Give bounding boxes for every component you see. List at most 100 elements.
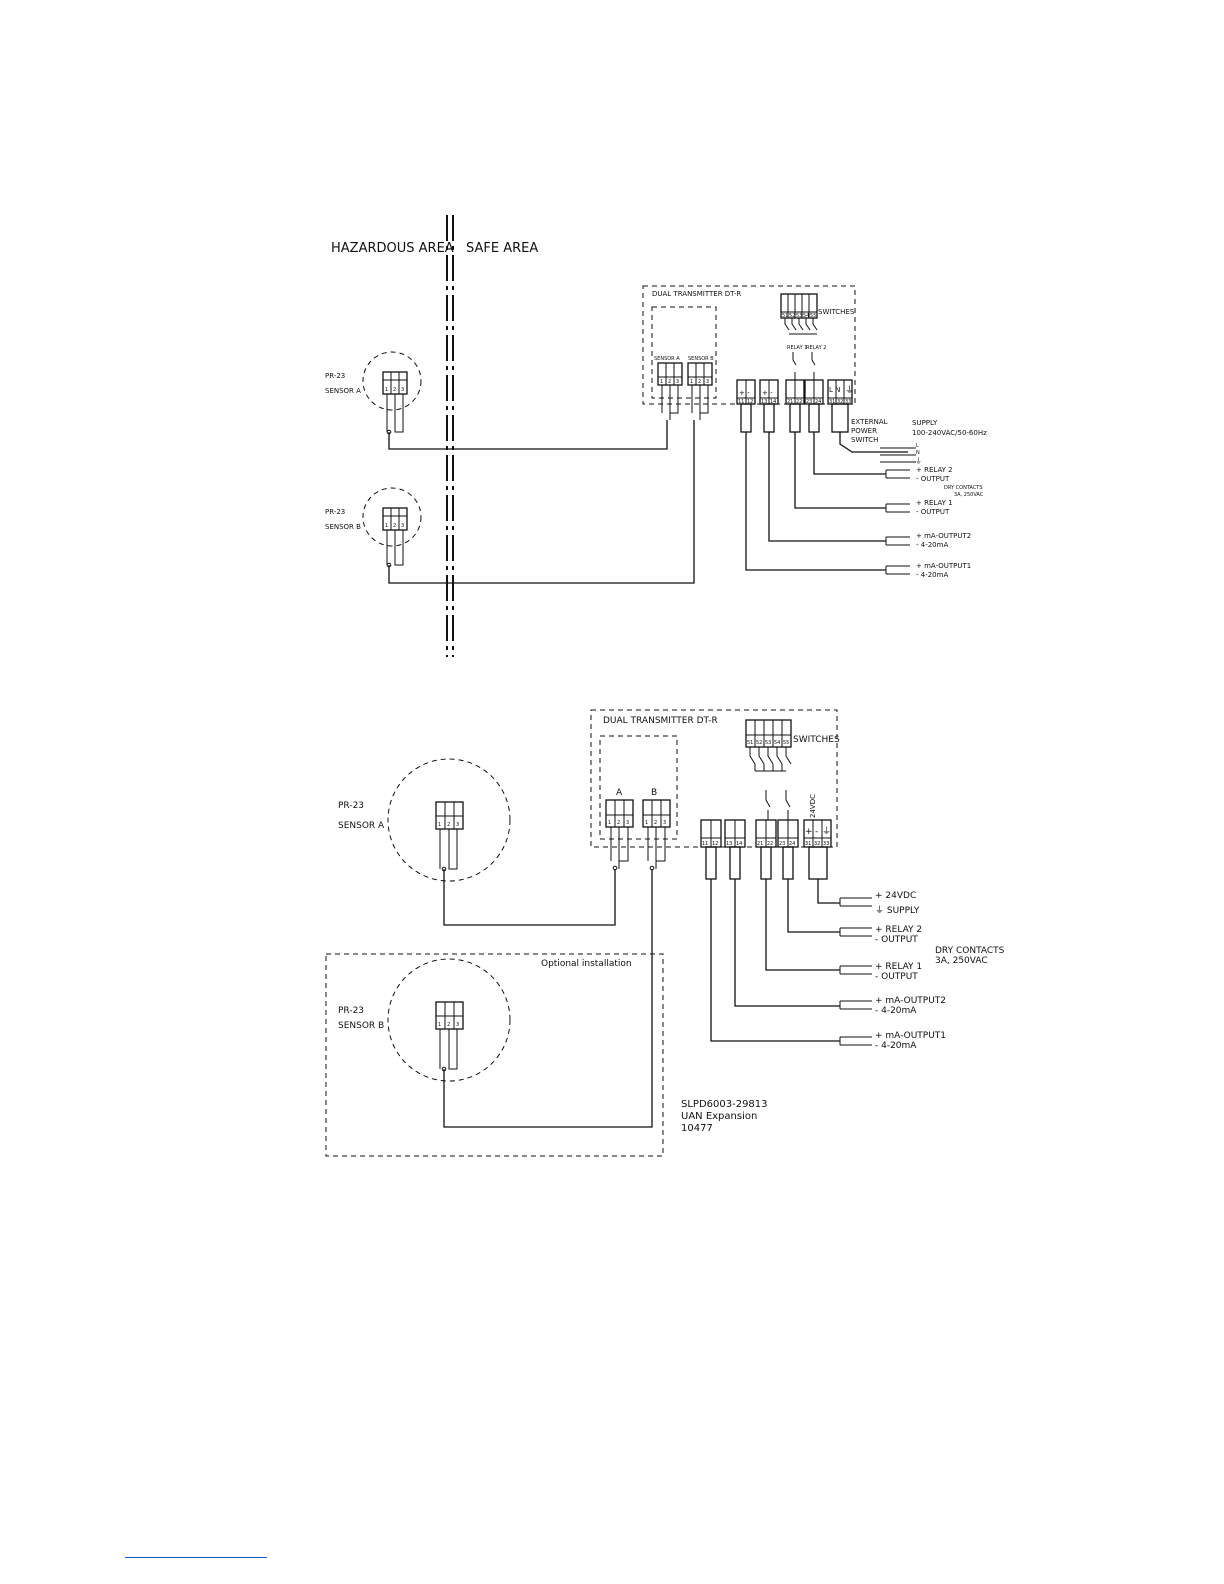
svg-text:54: 54 bbox=[803, 313, 809, 319]
svg-text:3: 3 bbox=[401, 387, 404, 393]
external-power-switch-3: SWITCH bbox=[851, 436, 878, 444]
svg-text:SENSOR B: SENSOR B bbox=[688, 356, 714, 362]
svg-text:33: 33 bbox=[845, 399, 851, 405]
hazardous-area-label: HAZARDOUS AREA bbox=[331, 241, 454, 256]
ma2-minus: - 4-20mA bbox=[916, 541, 948, 549]
svg-text:⏚: ⏚ bbox=[822, 826, 831, 837]
sensor-b-terminal: SENSOR B 1 2 3 bbox=[687, 356, 714, 420]
svg-text:33: 33 bbox=[823, 841, 829, 847]
wire-relay2 bbox=[787, 879, 840, 933]
svg-text:32: 32 bbox=[837, 399, 843, 405]
svg-text:52: 52 bbox=[789, 313, 795, 319]
terminal-23-24: 23 24 bbox=[777, 819, 799, 880]
svg-text:51: 51 bbox=[782, 313, 788, 319]
supply-l: L bbox=[916, 443, 919, 449]
transmitter-title: DUAL TRANSMITTER DT-R bbox=[603, 716, 718, 726]
sensor-b-probe: 1 2 3 bbox=[362, 487, 422, 568]
svg-text:+ -: + - bbox=[762, 389, 773, 397]
dry-contacts-rating: 3A, 250VAC bbox=[935, 956, 988, 966]
ma2-plus: + mA-OUTPUT2 bbox=[916, 532, 971, 540]
optional-installation-box bbox=[325, 953, 664, 1157]
svg-text:21: 21 bbox=[757, 841, 763, 847]
dry-contacts-rating: 3A, 250VAC bbox=[954, 492, 984, 498]
wire-ma-output2 bbox=[768, 432, 886, 542]
svg-text:SENSOR A: SENSOR A bbox=[654, 356, 680, 362]
relay2-minus: - OUTPUT bbox=[916, 475, 950, 483]
svg-text:2: 2 bbox=[447, 1022, 450, 1028]
svg-text:21: 21 bbox=[787, 399, 793, 405]
svg-text:31: 31 bbox=[805, 841, 811, 847]
wire-supply bbox=[839, 432, 908, 453]
svg-text:3: 3 bbox=[456, 1022, 459, 1028]
terminal-23-24: 23 24 bbox=[804, 379, 824, 433]
ma1-plus: + mA-OUTPUT1 bbox=[875, 1031, 946, 1041]
supply-n: N bbox=[916, 450, 920, 456]
sensor-b-cable bbox=[388, 420, 695, 584]
ma1-minus: - 4-20mA bbox=[875, 1041, 917, 1051]
supply-pe: ⏚ bbox=[915, 457, 922, 465]
sensor-b-probe: 1 2 3 bbox=[387, 958, 511, 1082]
svg-text:53: 53 bbox=[765, 740, 771, 746]
vdc-vertical-label: 24VDC bbox=[809, 794, 817, 818]
svg-text:2: 2 bbox=[447, 822, 450, 828]
sensor-b-type: PR-23 bbox=[338, 1006, 364, 1016]
svg-text:14: 14 bbox=[736, 841, 742, 847]
sensor-a-name: SENSOR A bbox=[325, 387, 361, 395]
svg-text:1: 1 bbox=[645, 820, 648, 826]
svg-text:2: 2 bbox=[654, 820, 657, 826]
sensor-a-type: PR-23 bbox=[325, 372, 345, 380]
svg-text:24: 24 bbox=[815, 399, 821, 405]
svg-text:12: 12 bbox=[712, 841, 718, 847]
terminal-13-14: 13 14 + - bbox=[759, 379, 779, 433]
sensor-b-terminal: 1 2 3 bbox=[642, 799, 671, 871]
bottom-diagram: DUAL TRANSMITTER DT-R A B 51 52 53 54 55… bbox=[325, 709, 1005, 1157]
optional-installation-label: Optional installation bbox=[541, 959, 632, 969]
svg-text:51: 51 bbox=[747, 740, 753, 746]
terminal-31-33: 31 32 33 + - ⏚ bbox=[803, 819, 832, 880]
svg-text:13: 13 bbox=[761, 399, 767, 405]
supply-plus: + 24VDC bbox=[875, 891, 916, 901]
svg-text:3: 3 bbox=[676, 379, 679, 385]
svg-text:2: 2 bbox=[393, 387, 396, 393]
svg-text:12: 12 bbox=[747, 399, 753, 405]
svg-text:14: 14 bbox=[770, 399, 776, 405]
ma2-plus: + mA-OUTPUT2 bbox=[875, 996, 946, 1006]
switch-block: 51 52 53 54 55 bbox=[780, 293, 818, 335]
svg-text:22: 22 bbox=[767, 841, 773, 847]
svg-text:32: 32 bbox=[814, 841, 820, 847]
sensor-a-probe: 1 2 3 bbox=[387, 758, 511, 882]
sensor-b-cable bbox=[443, 869, 653, 1128]
svg-text:1: 1 bbox=[438, 1022, 441, 1028]
ma2-minus: - 4-20mA bbox=[875, 1006, 917, 1016]
wire-relay1 bbox=[765, 879, 840, 971]
svg-text:11: 11 bbox=[702, 841, 708, 847]
dry-contacts: DRY CONTACTS bbox=[935, 946, 1005, 956]
svg-text:1: 1 bbox=[385, 387, 388, 393]
svg-text:+ -: + - bbox=[739, 389, 750, 397]
relay1-minus: - OUTPUT bbox=[916, 508, 950, 516]
relay2-plus: + RELAY 2 bbox=[875, 925, 922, 935]
wire-relay1 bbox=[794, 432, 886, 509]
sensor-a-cable bbox=[388, 420, 668, 450]
switches-label: SWITCHES bbox=[818, 308, 855, 316]
sensor-input-subbox bbox=[599, 735, 678, 840]
ma1-plus: + mA-OUTPUT1 bbox=[916, 562, 971, 570]
top-diagram: HAZARDOUS AREA SAFE AREA DUAL TRANSMITTE… bbox=[325, 215, 987, 657]
terminal-11-12: 11 12 + - bbox=[736, 379, 756, 433]
wire-relay2 bbox=[813, 432, 886, 475]
svg-text:⏚: ⏚ bbox=[845, 385, 854, 396]
reference-line-1: SLPD6003-29813 bbox=[681, 1099, 768, 1110]
supply-ground: ⏚ SUPPLY bbox=[875, 905, 920, 916]
box-a-label: A bbox=[616, 788, 623, 798]
terminal-11-12: 11 12 bbox=[700, 819, 722, 880]
svg-text:31: 31 bbox=[829, 399, 835, 405]
wire-supply bbox=[817, 879, 840, 904]
relay2-minus: - OUTPUT bbox=[875, 935, 918, 945]
sensor-b-name: SENSOR B bbox=[325, 523, 361, 531]
svg-text:3: 3 bbox=[626, 820, 629, 826]
svg-text:2: 2 bbox=[668, 379, 671, 385]
svg-text:3: 3 bbox=[401, 523, 404, 529]
relay1-minus: - OUTPUT bbox=[875, 972, 918, 982]
terminal-21-22: 21 22 bbox=[755, 819, 777, 880]
svg-text:55: 55 bbox=[810, 313, 816, 319]
